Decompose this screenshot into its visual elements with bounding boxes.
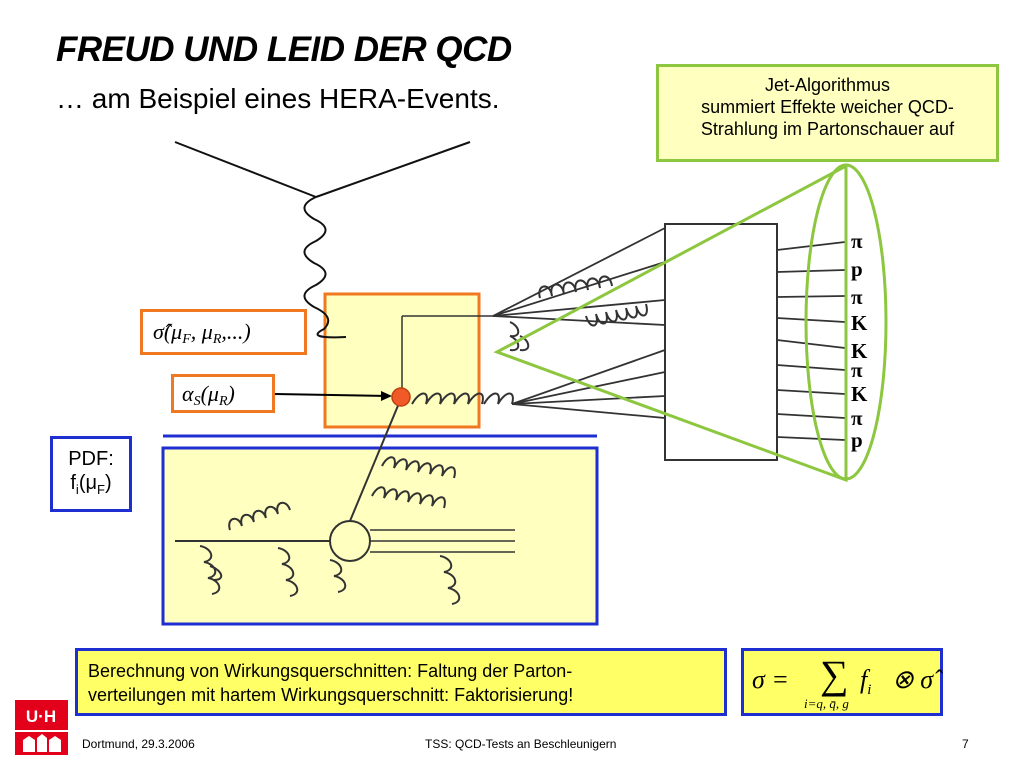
- incoming-parton-line: [349, 395, 403, 522]
- formula-op: ⊗ σ̂: [892, 665, 934, 694]
- pdf-label-box: PDF: fi(μF): [50, 436, 132, 512]
- factorization-formula: σ = ∑ fi ⊗ σ̂ i=q, q̄, g: [741, 648, 943, 716]
- formula-limits: i=q, q̄, g: [804, 696, 849, 711]
- hadron-label: π: [851, 358, 863, 382]
- hadron-lines: [776, 241, 846, 441]
- gluon-jet-2: [585, 303, 648, 327]
- footer-date: Dortmund, 29.3.2006: [82, 737, 195, 751]
- proton-region: [161, 446, 599, 626]
- jet-algorithm-box: [664, 223, 778, 461]
- sigma-symbol: σ̂(μ: [153, 319, 183, 344]
- gluon-hard-2: [483, 392, 514, 405]
- pdf-f: f: [70, 472, 76, 494]
- jet-note-line3: Strahlung im Partonschauer auf: [700, 119, 955, 139]
- slide-title: FREUD UND LEID DER QCD: [56, 30, 512, 69]
- pdf-F: F: [97, 482, 105, 497]
- jet-algorithm-note: Jet-Algorithmus summiert Effekte weicher…: [656, 64, 999, 162]
- pdf-label: PDF:: [68, 448, 114, 470]
- hadron-label: K: [851, 382, 868, 406]
- alpha-arrow: [274, 393, 391, 397]
- factorization-note: Berechnung von Wirkungsquerschnitten: Fa…: [75, 648, 727, 716]
- sigma-end: ,...): [221, 319, 251, 344]
- alpha-symbol: α: [182, 381, 194, 406]
- jet-note-line1: Jet-Algorithmus: [764, 75, 891, 95]
- electron-line-out: [315, 141, 471, 198]
- alpha-sub-r: R: [218, 394, 228, 409]
- hadron-label: π: [851, 285, 863, 309]
- parton-lines: [492, 227, 666, 419]
- hadron-label: p: [851, 428, 863, 452]
- hadron-label: K: [851, 311, 868, 335]
- footer-page-number: 7: [962, 737, 969, 751]
- formula-term: fi: [860, 665, 871, 699]
- pdf-i: i: [75, 482, 79, 497]
- boson-line: [303, 196, 347, 339]
- logo-text: U·H: [26, 707, 56, 726]
- pdf-function: fi(μF): [70, 472, 112, 497]
- factorization-line2: verteilungen mit hartem Wirkungsquerschn…: [88, 685, 574, 705]
- pdf-mu: μ: [85, 472, 98, 494]
- alpha-mid: (μ: [200, 381, 219, 406]
- slide-subtitle: … am Beispiel eines HERA-Events.: [56, 83, 500, 114]
- formula-sum: ∑: [820, 652, 849, 697]
- proton-blob: [329, 520, 371, 562]
- university-logo: U·H: [15, 700, 68, 755]
- hadron-label: K: [851, 339, 868, 363]
- jet-cone: [493, 163, 848, 483]
- alpha-arrowhead: [381, 391, 392, 401]
- footer-title: TSS: QCD-Tests an Beschleunigern: [425, 737, 617, 751]
- alpha-s-label: αS(μR): [171, 374, 275, 413]
- sigma-sub-r: R: [212, 332, 222, 347]
- formula-f: f: [860, 665, 868, 694]
- alpha-end: ): [227, 381, 235, 406]
- logo-graphic: U·H: [15, 700, 68, 755]
- formula-lhs: σ =: [752, 665, 789, 694]
- sigma-sub-f: F: [182, 332, 191, 347]
- jet-ellipse: [804, 163, 888, 481]
- gluon-hard-1: [411, 392, 484, 405]
- factorization-line1: Berechnung von Wirkungsquerschnitten: Fa…: [88, 661, 573, 681]
- hadron-label: p: [851, 257, 863, 281]
- jet-note-line2: summiert Effekte weicher QCD-: [701, 97, 954, 117]
- gluon-jet-1: [538, 275, 613, 299]
- hard-cross-section-label: σ̂(μF, μR,...): [140, 309, 307, 355]
- electron-line-in: [174, 141, 317, 198]
- remnant-gluons: [199, 456, 461, 605]
- hadron-label: π: [851, 229, 863, 253]
- hard-vertex: [391, 387, 411, 407]
- hadron-label: π: [851, 406, 863, 430]
- formula-i: i: [867, 682, 872, 699]
- sigma-mid: , μ: [190, 319, 213, 344]
- alpha-sub-s: S: [193, 394, 201, 409]
